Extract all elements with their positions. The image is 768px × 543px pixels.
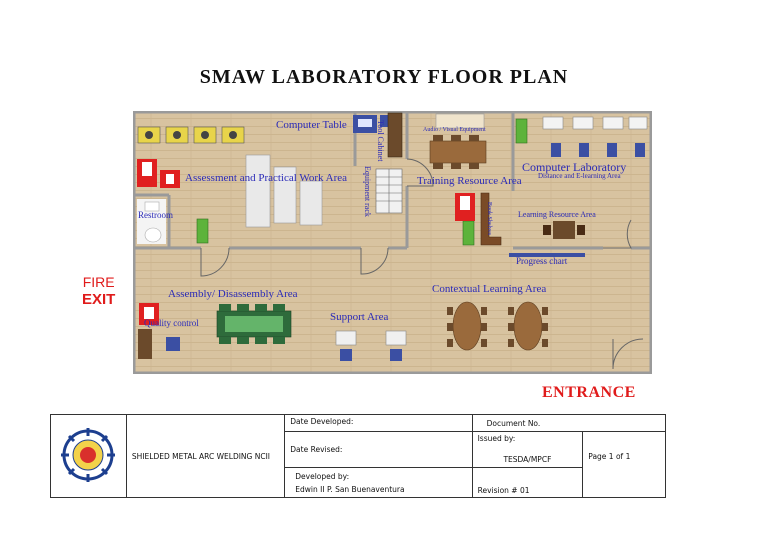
document-info-table: SHIELDED METAL ARC WELDING NCII Date Dev… (50, 413, 667, 498)
page-cell: Page 1 of 1 (582, 431, 666, 498)
assembly-table (216, 304, 292, 344)
label-tool-cabinet: Tool Cabinet (376, 120, 385, 162)
extinguisher-right (455, 193, 475, 221)
label-book-shelves: Book Shelves (486, 202, 492, 236)
course-cell: SHIELDED METAL ARC WELDING NCII (125, 414, 286, 498)
entrance-label: ENTRANCE (542, 384, 636, 401)
logo-cell (50, 414, 127, 498)
green-bin-1 (196, 218, 209, 244)
label-assessment-area: Assessment and Practical Work Area (185, 172, 348, 184)
progress-chart-bar (509, 253, 585, 257)
document-no-cell: Document No. (471, 413, 667, 433)
label-quality-control: Quality control (144, 318, 199, 328)
label-assembly-area: Assembly/ Disassembly Area (168, 288, 298, 300)
label-audio-visual: Audio / Visual Equipment (423, 127, 486, 133)
floor-plan (133, 111, 652, 374)
label-learning-resource: Learning Resource Area (518, 210, 596, 219)
assessment-tables (245, 154, 323, 228)
label-distance-elearning: Distance and E-learning Area (538, 172, 621, 180)
interior-walls (133, 111, 652, 250)
label-progress-chart: Progress chart (516, 256, 568, 266)
tesda-logo-icon (61, 428, 116, 482)
label-restroom: Restroom (138, 210, 173, 220)
date-revised-cell: Date Revised: (284, 431, 473, 469)
computer-table (353, 115, 388, 133)
revision-cell: Revision # 01 (471, 467, 584, 498)
fire-exit-line2: EXIT (82, 291, 116, 308)
date-developed-cell: Date Developed: (284, 413, 473, 433)
tool-cabinet (387, 112, 403, 158)
issued-by-cell: Issued by: TESDA/MPCF (471, 431, 584, 469)
issued-by-label: Issued by: (477, 434, 516, 444)
doors (200, 158, 644, 370)
label-computer-table: Computer Table (276, 119, 347, 131)
restroom (137, 199, 166, 244)
training-table (429, 135, 487, 169)
label-training-resource: Training Resource Area (417, 175, 522, 187)
green-bin-3 (462, 220, 475, 246)
welding-booths (137, 126, 245, 144)
label-equipment-rack: Equipment rack (363, 166, 372, 217)
computer-lab-stations (542, 116, 648, 157)
contextual-tables (447, 301, 548, 351)
issuer-value: TESDA/MPCF (503, 455, 552, 465)
quality-control-desk (138, 329, 180, 359)
fire-exit-line1: FIRE (82, 274, 115, 290)
label-contextual-area: Contextual Learning Area (432, 283, 547, 295)
fire-exit-sign: FIRE EXIT (82, 274, 115, 308)
extinguisher-left (137, 159, 180, 188)
equipment-rack (375, 168, 403, 214)
label-support-area: Support Area (330, 311, 389, 323)
outer-wall (133, 111, 652, 374)
developer-name: Edwin II P. San Buenaventura (295, 484, 405, 494)
learning-resource-furniture (480, 192, 585, 246)
green-bin-2 (515, 118, 528, 144)
developed-by-label: Developed by: (295, 471, 350, 481)
developer-cell: Developed by: Edwin II P. San Buenaventu… (284, 467, 473, 498)
audio-visual-unit (435, 113, 485, 129)
page-title: SMAW LABORATORY FLOOR PLAN (199, 66, 569, 88)
extinguisher-qc (139, 303, 159, 325)
label-computer-lab: Computer Laboratory (522, 160, 627, 174)
support-area-seats (335, 330, 407, 361)
